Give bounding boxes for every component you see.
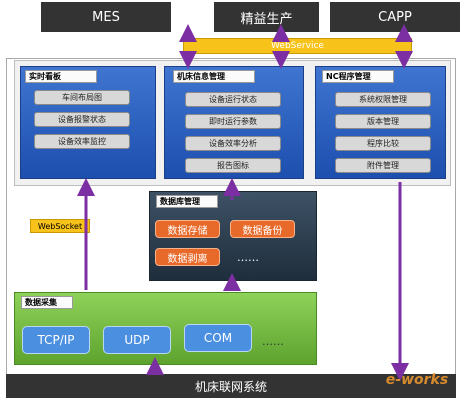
machine-info-title: 机床信息管理 <box>173 70 255 83</box>
lean-production-box: 精益生产 <box>214 2 319 32</box>
websocket-label: WebSocket <box>30 219 90 233</box>
com-item: COM <box>184 324 252 352</box>
webservice-label: WebService <box>271 41 324 51</box>
run-status-item: 设备运行状态 <box>185 92 281 107</box>
webservice-bar: WebService <box>183 38 412 54</box>
report-icon-item: 报告图标 <box>185 158 281 173</box>
data-strip-item: 数据剥离 <box>155 248 220 266</box>
version-management-item: 版本管理 <box>335 114 431 129</box>
alarm-status-item: 设备报警状态 <box>34 112 130 127</box>
data-collection-title: 数据采集 <box>21 296 73 309</box>
udp-item: UDP <box>103 326 171 354</box>
lean-production-label: 精益生产 <box>240 11 293 27</box>
mes-label: MES <box>92 9 120 25</box>
run-params-item: 即时运行参数 <box>185 114 281 129</box>
nc-program-title: NC程序管理 <box>322 70 394 83</box>
realtime-board-title: 实时看板 <box>25 70 97 83</box>
collection-more: …… <box>262 334 284 348</box>
attachment-management-item: 附件管理 <box>335 158 431 173</box>
database-more: …… <box>237 250 259 264</box>
bottom-bar-label: 机床联网系统 <box>194 379 267 394</box>
permission-management-item: 系统权限管理 <box>335 92 431 107</box>
tcp-ip-item: TCP/IP <box>22 326 90 354</box>
database-title: 数据库管理 <box>156 195 218 208</box>
workshop-layout-item: 车间布局图 <box>34 90 130 105</box>
eworks-watermark: e-works <box>385 372 449 388</box>
bottom-bar: 机床联网系统 <box>6 374 456 398</box>
data-backup-item: 数据备份 <box>230 220 295 238</box>
data-storage-item: 数据存储 <box>155 220 220 238</box>
efficiency-monitor-item: 设备效率监控 <box>34 134 130 149</box>
capp-label: CAPP <box>378 9 412 25</box>
efficiency-analysis-item: 设备效率分析 <box>185 136 281 151</box>
program-compare-item: 程序比较 <box>335 136 431 151</box>
mes-box: MES <box>41 2 171 32</box>
